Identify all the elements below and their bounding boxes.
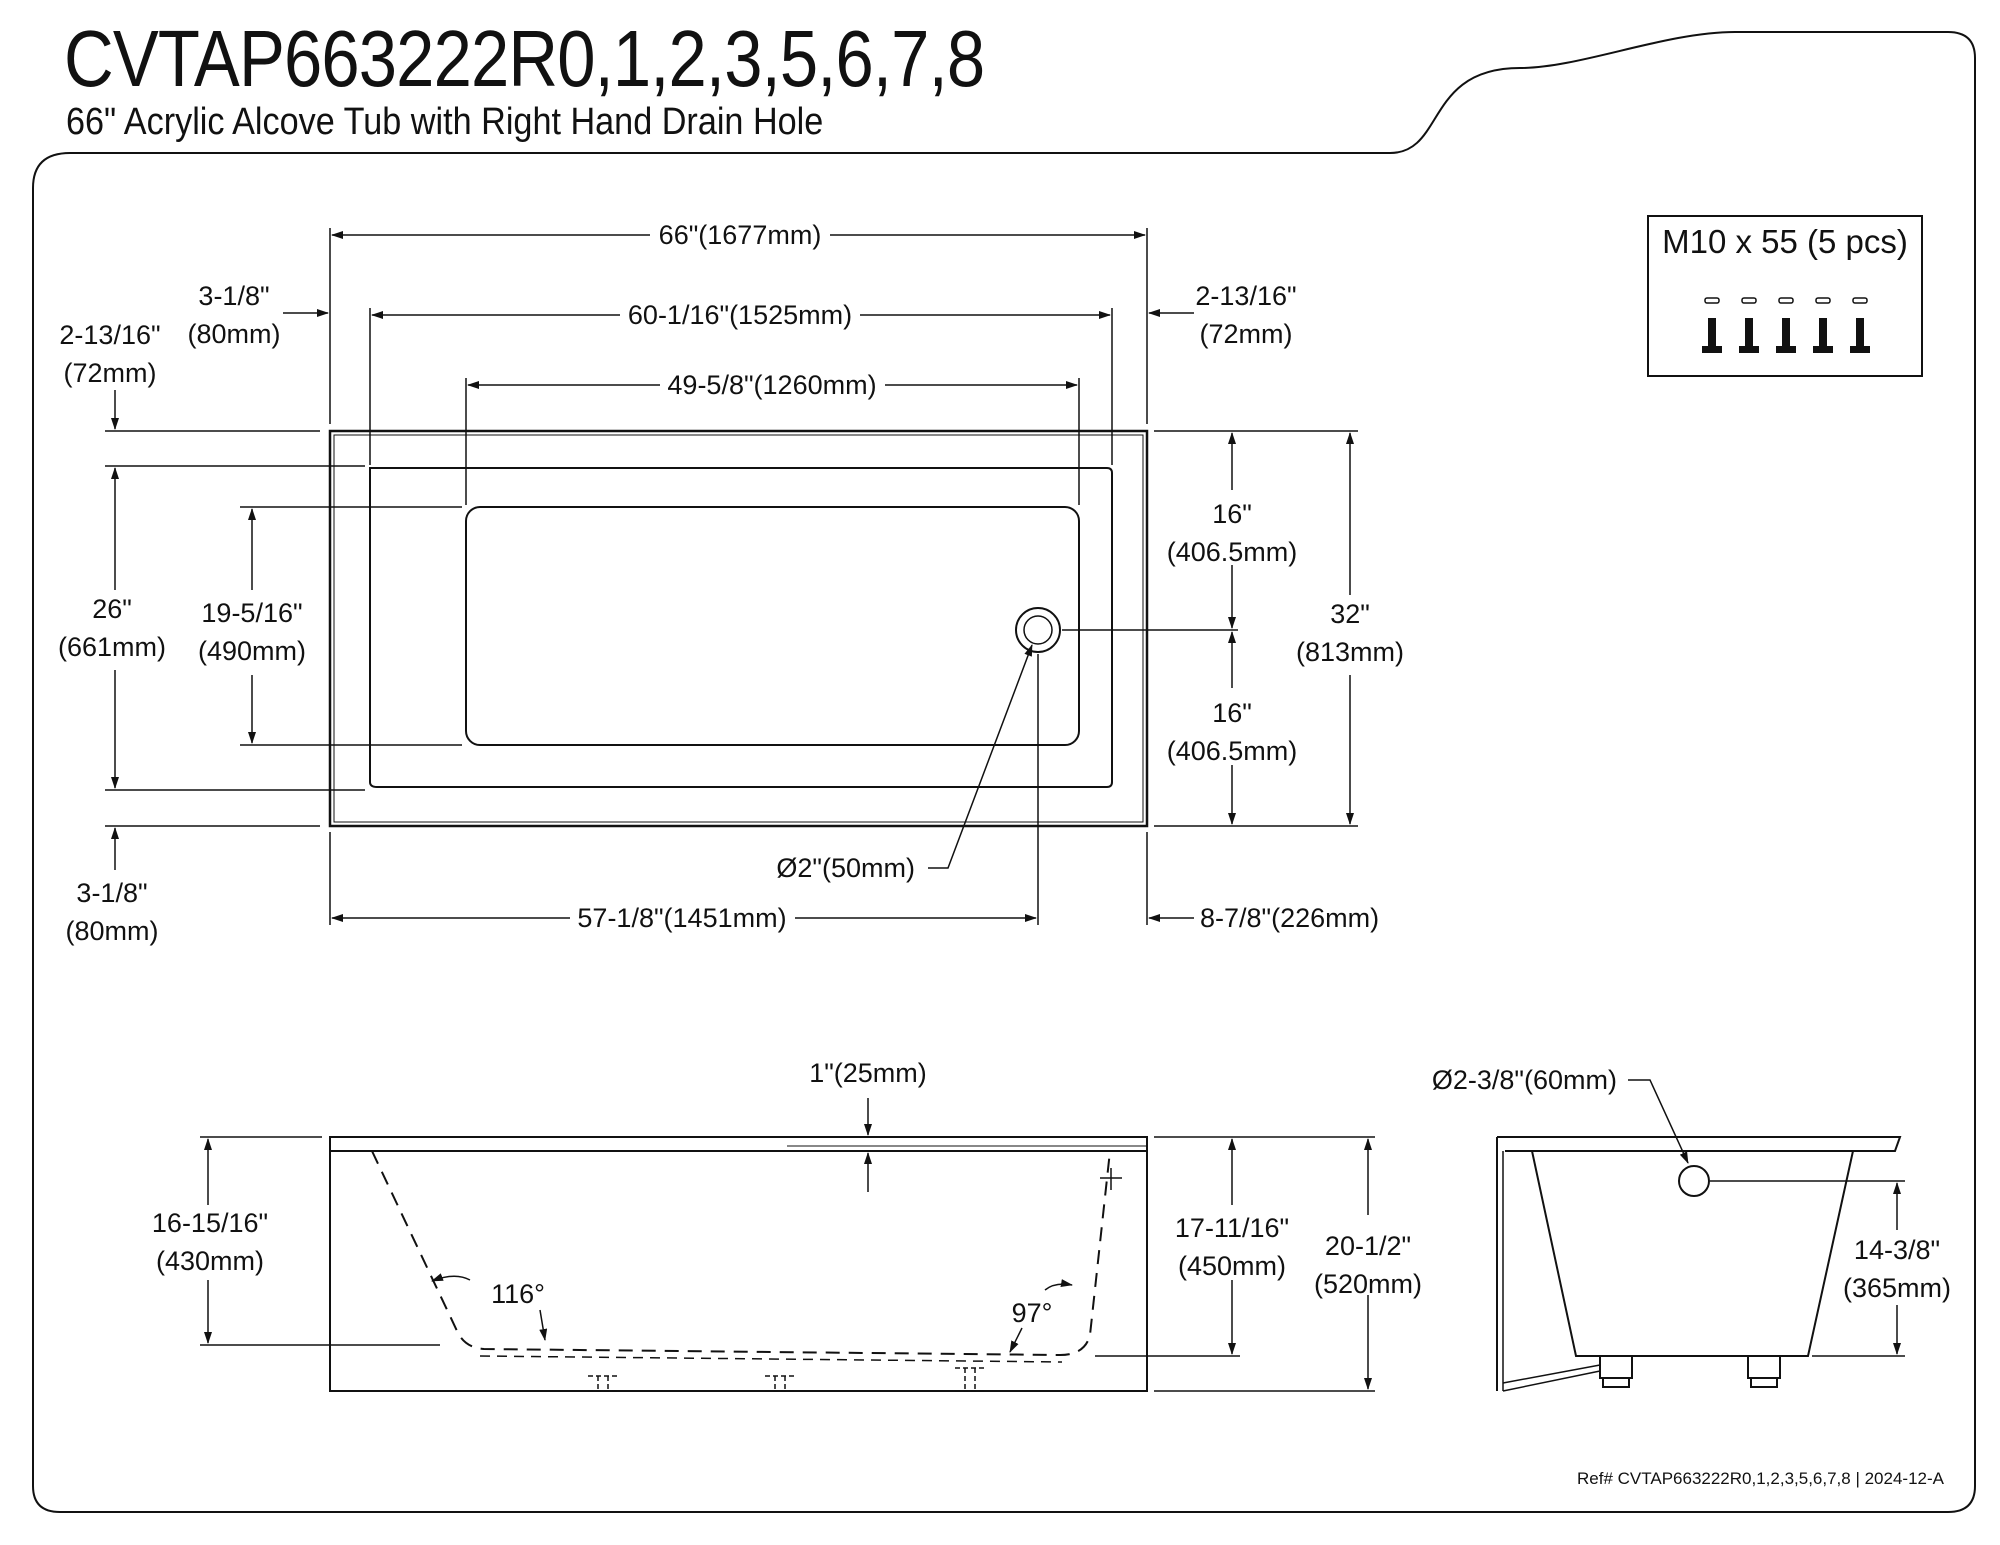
inner-depth-mm-label: (430mm): [156, 1246, 264, 1276]
end-view-labels: Ø2-3/8"(60mm) 14-3/8" (365mm): [1432, 1065, 1951, 1303]
side-view-outline: [329, 1136, 1148, 1392]
tub-floor: [465, 506, 1080, 746]
drain-to-front-mm-label: (406.5mm): [1167, 736, 1298, 766]
inner-length-label: 60-1/16"(1525mm): [628, 300, 852, 330]
top-view: [328, 429, 1149, 828]
side-view-dimensions: [200, 1098, 1375, 1392]
drain-to-front-label: 16": [1212, 698, 1252, 728]
hardware-label: M10 x 55 (5 pcs): [1662, 223, 1908, 260]
floor-width-label: 19-5/16": [201, 598, 302, 628]
overall-width-mm-label: (813mm): [1296, 637, 1404, 667]
side-view: [329, 1136, 1148, 1392]
front-rim-mm-label: (80mm): [66, 916, 159, 946]
left-angle-label: 116°: [491, 1279, 545, 1309]
end-view-dimensions: [1628, 1079, 1905, 1357]
top-view-dimensions: [105, 228, 1358, 925]
side-view-basin-hidden-line: [371, 1150, 1111, 1357]
reference-footer: Ref# CVTAP663222R0,1,2,3,5,6,7,8 | 2024-…: [1577, 1469, 1945, 1488]
drain-hole: [1015, 607, 1061, 653]
rear-rim-mm-label: (72mm): [64, 358, 157, 388]
tub-inner-basin: [369, 467, 1113, 788]
right-rim-mm-label: (72mm): [1200, 319, 1293, 349]
drain-to-back-label: 16": [1212, 499, 1252, 529]
floor-length-label: 49-5/8"(1260mm): [667, 370, 876, 400]
drain-from-left-label: 57-1/8"(1451mm): [577, 903, 786, 933]
product-description: 66" Acrylic Alcove Tub with Right Hand D…: [66, 101, 824, 143]
overflow-height-label: 14-3/8": [1854, 1235, 1940, 1265]
water-depth-label: 17-11/16": [1175, 1213, 1289, 1243]
overflow-diameter-label: Ø2-3/8"(60mm): [1432, 1065, 1617, 1095]
bolt-icon: [1739, 297, 1759, 353]
hardware-callout: M10 x 55 (5 pcs): [1647, 215, 1923, 377]
top-view-labels: 66"(1677mm) 60-1/16"(1525mm) 49-5/8"(126…: [58, 220, 1404, 946]
overall-length-label: 66"(1677mm): [659, 220, 822, 250]
side-view-labels: 1"(25mm) 16-15/16" (430mm) 116° 97° 17-1…: [152, 1058, 1422, 1328]
sheet-border: [32, 31, 1976, 1513]
bolt-icon: [1813, 297, 1833, 353]
inner-depth-label: 16-15/16": [152, 1208, 268, 1238]
left-rim-label: 3-1/8": [198, 281, 269, 311]
overflow-hole: [1678, 1165, 1710, 1197]
drain-diameter-label: Ø2"(50mm): [776, 853, 915, 883]
bolt-icons: [1702, 297, 1870, 353]
front-rim-label: 3-1/8": [76, 878, 147, 908]
floor-width-mm-label: (490mm): [198, 636, 306, 666]
right-rim-label: 2-13/16": [1195, 281, 1296, 311]
overall-height-mm-label: (520mm): [1314, 1269, 1422, 1299]
overall-height-label: 20-1/2": [1325, 1231, 1411, 1261]
model-number-title: CVTAP663222R0,1,2,3,5,6,7,8: [64, 14, 985, 103]
drain-to-back-mm-label: (406.5mm): [1167, 537, 1298, 567]
drain-from-right-label: 8-7/8"(226mm): [1200, 903, 1379, 933]
inner-width-mm-label: (661mm): [58, 632, 166, 662]
overflow-height-mm-label: (365mm): [1843, 1273, 1951, 1303]
bolt-icon: [1702, 297, 1722, 353]
water-depth-mm-label: (450mm): [1178, 1251, 1286, 1281]
overall-width-label: 32": [1330, 599, 1370, 629]
end-view: [1496, 1136, 1902, 1392]
inner-width-label: 26": [92, 594, 132, 624]
bolt-icon: [1850, 297, 1870, 353]
right-angle-label: 97°: [1012, 1298, 1053, 1328]
tub-outer-outline: [328, 429, 1149, 828]
left-rim-mm-label: (80mm): [188, 319, 281, 349]
rim-thickness-label: 1"(25mm): [809, 1058, 927, 1088]
end-view-tub-body: [1531, 1150, 1854, 1357]
rear-rim-label: 2-13/16": [59, 320, 160, 350]
bolt-icon: [1776, 297, 1796, 353]
